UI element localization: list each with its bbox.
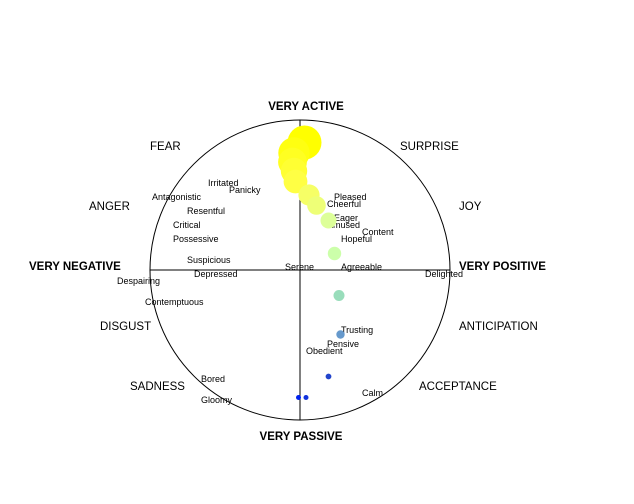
emotion-label-amused: Amused (327, 220, 360, 230)
emotion-label-content: Content (362, 227, 394, 237)
emotion-label-pensive: Pensive (327, 339, 359, 349)
trajectory-point-14 (296, 395, 301, 400)
sector-label-sadness: SADNESS (130, 381, 185, 393)
sector-label-disgust: DISGUST (100, 321, 151, 333)
emotion-label-irritated: Irritated (208, 178, 239, 188)
trajectory-point-12 (325, 373, 332, 380)
sector-label-anticipation: ANTICIPATION (459, 321, 538, 333)
axis-label-very-negative: VERY NEGATIVE (29, 261, 121, 273)
trajectory-point-13 (303, 395, 309, 400)
emotion-label-resentful: Resentful (187, 206, 225, 216)
emotion-label-hopeful: Hopeful (341, 234, 372, 244)
sector-label-joy: JOY (459, 201, 482, 213)
trajectory-markers (278, 125, 345, 400)
trajectory-point-5 (283, 169, 308, 194)
axis-label-very-positive: VERY POSITIVE (459, 261, 546, 273)
emotion-label-possessive: Possessive (173, 234, 219, 244)
emotion-label-despairing: Despairing (117, 276, 160, 286)
sector-label-anger: ANGER (89, 201, 130, 213)
emotion-label-critical: Critical (173, 220, 201, 230)
emotion-label-bored: Bored (201, 374, 225, 384)
trajectory-point-8 (320, 212, 337, 229)
emotion-label-suspicious: Suspicious (187, 255, 231, 265)
emotion-label-eager: Eager (334, 213, 358, 223)
emotion-label-cheerful: Cheerful (327, 199, 361, 209)
trajectory-point-9 (327, 246, 342, 261)
trajectory-point-10 (333, 290, 345, 301)
axis-label-very-passive: VERY PASSIVE (260, 431, 343, 443)
sector-label-acceptance: ACCEPTANCE (419, 381, 497, 393)
emotion-label-contemptuous: Contemptuous (145, 297, 204, 307)
sector-label-fear: FEAR (150, 141, 181, 153)
emotion-label-serene: Serene (285, 262, 314, 272)
sector-label-surprise: SURPRISE (400, 141, 459, 153)
emotion-label-obedient: Obedient (306, 346, 343, 356)
trajectory-point-7 (307, 196, 326, 215)
emotion-label-pleased: Pleased (334, 192, 367, 202)
axis-label-very-active: VERY ACTIVE (268, 101, 344, 113)
emotion-label-panicky: Panicky (229, 185, 261, 195)
emotion-label-delighted: Delighted (425, 269, 463, 279)
emotion-label-depressed: Depressed (194, 269, 238, 279)
emotion-label-agreeable: Agreeable (341, 262, 382, 272)
emotion-label-gloomy: Gloomy (201, 395, 233, 405)
emotion-label-trusting: Trusting (341, 325, 373, 335)
emotion-label-calm: Calm (362, 388, 383, 398)
emotion-label-antagonistic: Antagonistic (152, 192, 202, 202)
trajectory-point-11 (336, 330, 345, 339)
